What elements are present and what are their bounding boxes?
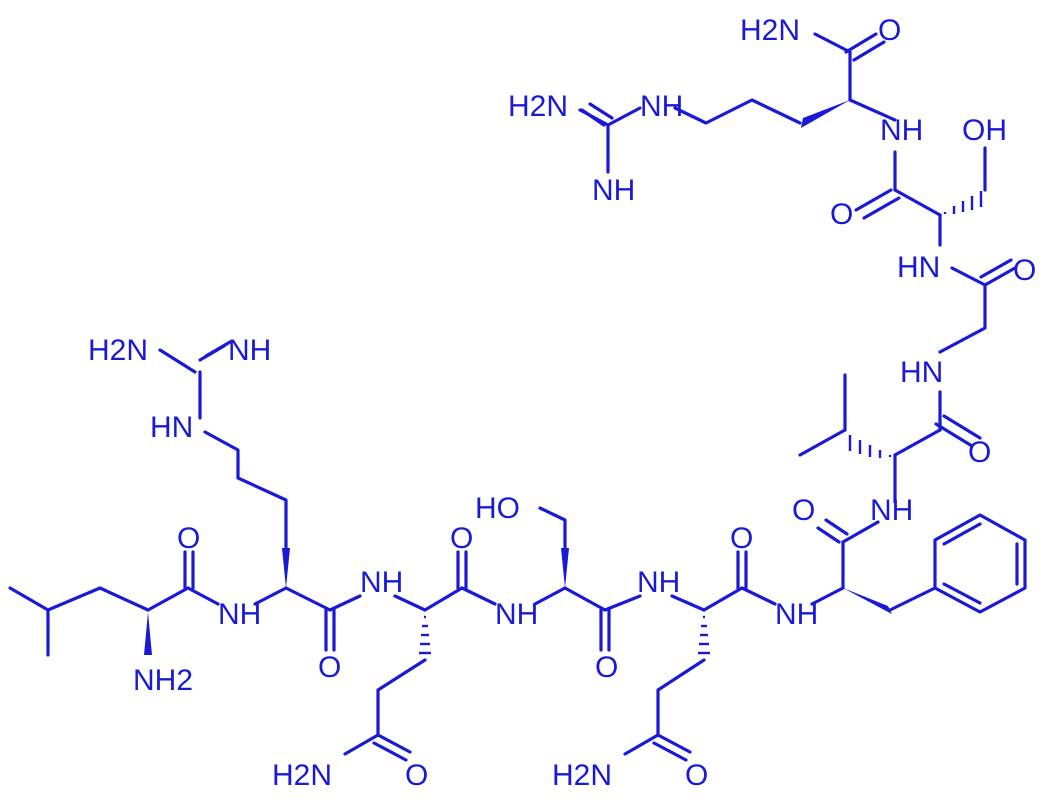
atom-labels: NH2 O NH HN H2N NH O NH O O H2N HO NH O … [88, 14, 1036, 792]
ser2-hn-label: HN [897, 251, 940, 284]
gln2-amide-n-label: H2N [552, 759, 612, 792]
gly-hn-label: HN [900, 356, 943, 389]
arg1-nh-label: NH [218, 598, 261, 631]
val-nh-label: NH [870, 494, 913, 527]
arg2-nh-label: NH [880, 114, 923, 147]
leu-alpha-wedge [144, 612, 152, 655]
gln2-nh-label: NH [637, 566, 680, 599]
ser2-alpha-hash [943, 191, 983, 214]
arg1-guanidine-h2n-label: H2N [88, 334, 148, 367]
bond-lines [8, 32, 1027, 762]
phe-nh-label: NH [775, 598, 818, 631]
leu-nh2-label: NH2 [133, 664, 193, 697]
gln1-alpha-hash [419, 615, 431, 655]
gln1-carbonyl-o-label: O [450, 522, 473, 555]
ser1-nh-label: NH [495, 598, 538, 631]
leu-carbonyl-o-label: O [177, 522, 200, 555]
ser2-hydroxyl-label: OH [962, 114, 1007, 147]
arg1-guanidine-hn-label: HN [150, 411, 193, 444]
arg1-guanidine-imine-label: NH [228, 334, 271, 367]
ser2-carbonyl-o-label: O [830, 198, 853, 231]
gln2-amide-o-label: O [685, 759, 708, 792]
gln2-alpha-hash [698, 615, 710, 655]
val-carbonyl-o-label: O [968, 436, 991, 469]
arg2-alpha-wedge [801, 100, 850, 128]
arg2-amide-n-label: H2N [740, 14, 800, 47]
ser1-hydroxyl-label: HO [475, 492, 520, 525]
gln1-amide-o-label: O [405, 759, 428, 792]
arg2-guanidine-h2n-label: H2N [508, 90, 568, 123]
arg2-guanidine-hn-label: NH [640, 90, 683, 123]
ser1-carbonyl-o-label: O [595, 651, 618, 684]
gln1-amide-n-label: H2N [272, 759, 332, 792]
val-alpha-hash [848, 435, 892, 458]
gln1-nh-label: NH [360, 566, 403, 599]
arg2-guanidine-imine-label: NH [592, 174, 635, 207]
arg1-carbonyl-o-label: O [318, 651, 341, 684]
phe-alpha-wedge [843, 588, 892, 614]
phe-carbonyl-o-label: O [792, 494, 815, 527]
stereo-bonds [144, 100, 983, 655]
arg1-alpha-wedge [282, 548, 290, 588]
arg2-amide-o-label: O [878, 14, 901, 47]
gly-carbonyl-o-label: O [1013, 254, 1036, 287]
ser1-alpha-wedge [561, 548, 569, 588]
gln2-carbonyl-o-label: O [730, 522, 753, 555]
